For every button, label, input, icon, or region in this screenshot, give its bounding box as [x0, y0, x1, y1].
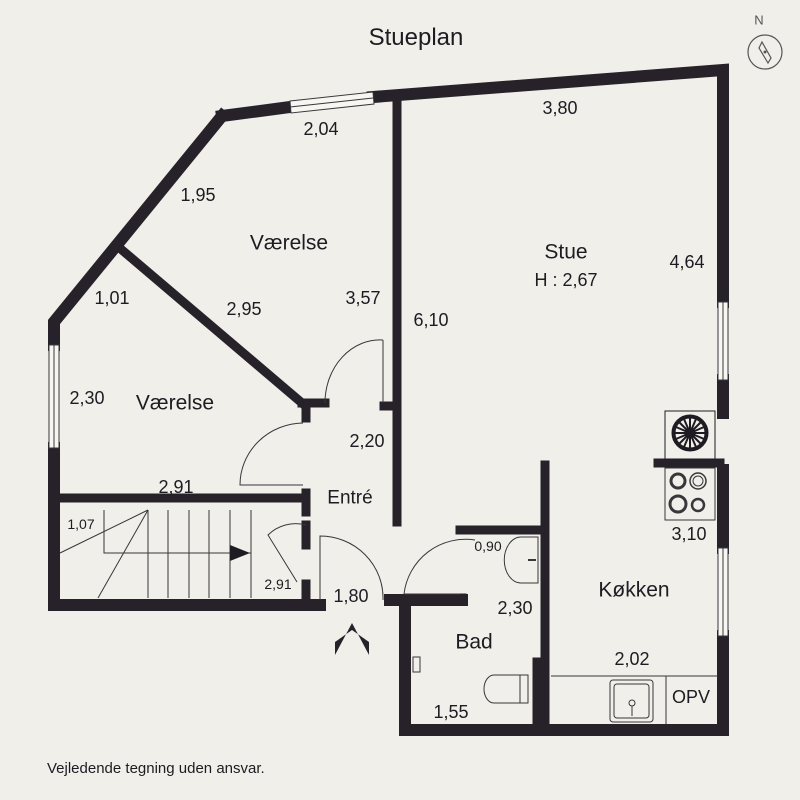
dim-label: 1,01: [94, 288, 130, 308]
stue-ceiling-height: H : 2,67: [534, 270, 598, 290]
dim-label: 1,07: [67, 516, 95, 532]
dim-label: 4,64: [669, 252, 705, 272]
room-vaerelse-upper: Værelse: [249, 231, 329, 255]
room-stue: Stue: [544, 240, 588, 264]
dim-label: 2,02: [614, 649, 650, 669]
staircase: [59, 509, 252, 599]
outer-wall-top-right: [366, 63, 729, 308]
disclaimer-note: Vejledende tegning uden ansvar.: [47, 760, 265, 777]
dim-label: 1,95: [180, 185, 216, 205]
dim-label: 3,57: [345, 288, 381, 308]
compass-icon: [747, 34, 783, 70]
dim-label: 3,80: [542, 98, 578, 118]
door-bad: [403, 538, 476, 595]
dim-label: 3,10: [671, 524, 707, 544]
outer-wall-top: [215, 100, 297, 123]
dim-label: 1,55: [433, 702, 469, 722]
entry-chevron-icon: [335, 623, 369, 655]
dim-label: 2,04: [303, 119, 339, 139]
fireplace-icon: [664, 410, 716, 460]
compass-north-label: N: [754, 12, 764, 28]
stove-icon: [664, 467, 716, 521]
page-title: Stueplan: [368, 24, 464, 51]
door-vaerelse-upper: [324, 339, 384, 404]
door-entry: [319, 535, 384, 601]
door-stair: [267, 523, 307, 583]
diagonal-wall: [48, 107, 231, 351]
washbasin-icon: [503, 536, 539, 584]
dim-label: 6,10: [413, 310, 449, 330]
toilet-icon: [483, 674, 529, 704]
room-bad: Bad: [455, 630, 493, 654]
room-vaerelse-lower: Værelse: [135, 391, 215, 415]
dim-label: 2,91: [264, 576, 292, 592]
dim-label: 2,91: [158, 477, 194, 497]
dim-label: 2,95: [226, 299, 262, 319]
sink-icon: [609, 679, 654, 723]
dim-label: 1,80: [333, 586, 369, 606]
dim-label: 2,30: [497, 598, 533, 618]
room-entre: Entré: [327, 487, 373, 509]
room-kokken: Køkken: [598, 578, 670, 602]
utility-opv: OPV: [671, 687, 711, 707]
shower-fixture-icon: [412, 656, 421, 673]
dim-label: 2,30: [69, 388, 105, 408]
vaerelse-diagonal-wall: [115, 243, 309, 410]
door-vaerelse-lower: [239, 422, 304, 486]
outer-wall-right-bottom: [399, 598, 729, 736]
dim-label: 2,20: [349, 431, 385, 451]
dim-label: 0,90: [474, 538, 502, 554]
stair-arrow-icon: [230, 545, 250, 561]
